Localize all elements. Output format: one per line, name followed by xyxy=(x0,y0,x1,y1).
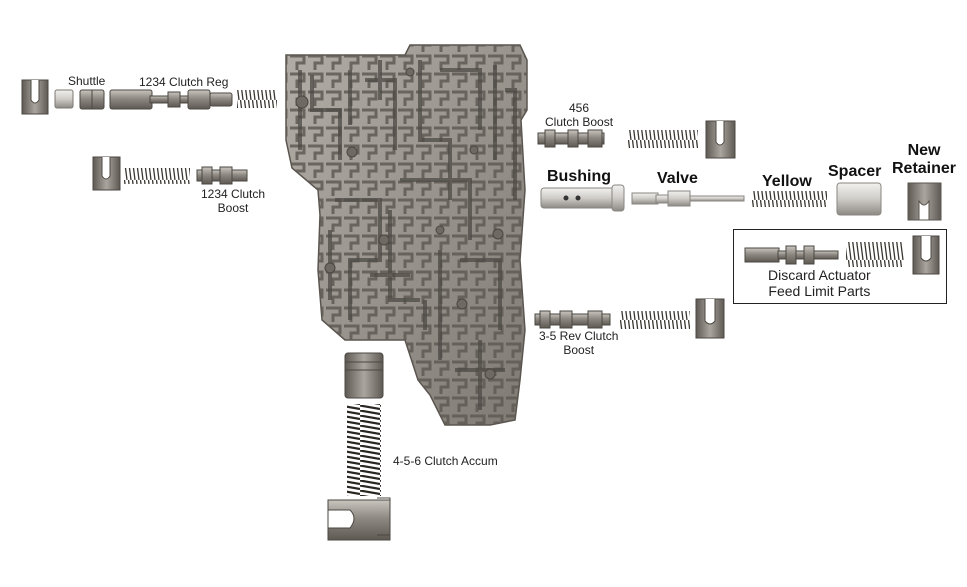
label-discard-line2: Feed Limit Parts xyxy=(768,283,871,299)
label-clutch-boost-456-line1: 456 xyxy=(569,101,590,115)
clutch-accum-456-retainer xyxy=(327,497,391,541)
label-clutch-boost-1234-line1: 1234 Clutch xyxy=(201,187,266,201)
label-clutch-boost-1234: 1234 Clutch Boost xyxy=(201,187,265,215)
valve-body-casting xyxy=(285,44,528,426)
spacer-part xyxy=(836,182,882,216)
discard-actuator-valve xyxy=(744,245,839,265)
label-new-retainer-line1: New xyxy=(907,142,941,159)
rev-clutch-boost-valve xyxy=(534,310,611,329)
label-clutch-boost-1234-line2: Boost xyxy=(217,201,249,215)
clutch-boost-1234-valve xyxy=(196,166,248,185)
retainer-clip-1234-boost xyxy=(92,156,121,191)
label-bushing: Bushing xyxy=(547,168,611,185)
label-clutch-boost-456-line2: Clutch Boost xyxy=(545,115,614,129)
discard-spring xyxy=(846,242,904,267)
label-clutch-boost-456: 456 Clutch Boost xyxy=(545,101,613,129)
label-clutch-reg-1234: 1234 Clutch Reg xyxy=(139,75,229,89)
label-new-retainer-line2: Retainer xyxy=(892,160,957,177)
clutch-reg-1234-spring xyxy=(237,90,277,108)
bushing-part xyxy=(540,184,625,212)
yellow-spring xyxy=(752,191,827,207)
label-shuttle: Shuttle xyxy=(68,74,106,88)
discard-parts-box xyxy=(733,229,947,304)
label-rev-clutch-boost: 3-5 Rev Clutch Boost xyxy=(539,329,618,357)
clutch-reg-1234-valve xyxy=(109,89,233,110)
clutch-accum-456-piston xyxy=(344,352,384,399)
label-discard-line1: Discard Actuator xyxy=(768,267,871,283)
clutch-boost-456-valve xyxy=(537,129,605,148)
retainer-clip-top-left xyxy=(21,79,49,115)
label-new-retainer: New Retainer xyxy=(892,142,956,178)
discard-retainer xyxy=(912,235,940,275)
clutch-accum-456-spring xyxy=(347,404,381,496)
retainer-clip-rev-boost xyxy=(695,298,725,339)
label-spacer: Spacer xyxy=(828,163,882,180)
new-retainer-part xyxy=(907,182,942,221)
rev-clutch-boost-spring xyxy=(620,311,690,329)
label-clutch-accum-456: 4-5-6 Clutch Accum xyxy=(393,454,498,468)
label-rev-clutch-boost-line1: 3-5 Rev Clutch xyxy=(539,329,619,343)
label-discard: Discard Actuator Feed Limit Parts xyxy=(768,267,871,299)
clutch-boost-1234-spring xyxy=(124,168,190,184)
shuttle-valve xyxy=(79,89,105,110)
shuttle-bushing xyxy=(54,89,74,109)
label-rev-clutch-boost-line2: Boost xyxy=(563,343,595,357)
label-valve: Valve xyxy=(657,170,698,187)
clutch-boost-456-spring xyxy=(628,130,698,148)
retainer-clip-456-boost xyxy=(705,120,736,159)
valve-part xyxy=(631,190,745,207)
label-yellow: Yellow xyxy=(762,173,812,190)
